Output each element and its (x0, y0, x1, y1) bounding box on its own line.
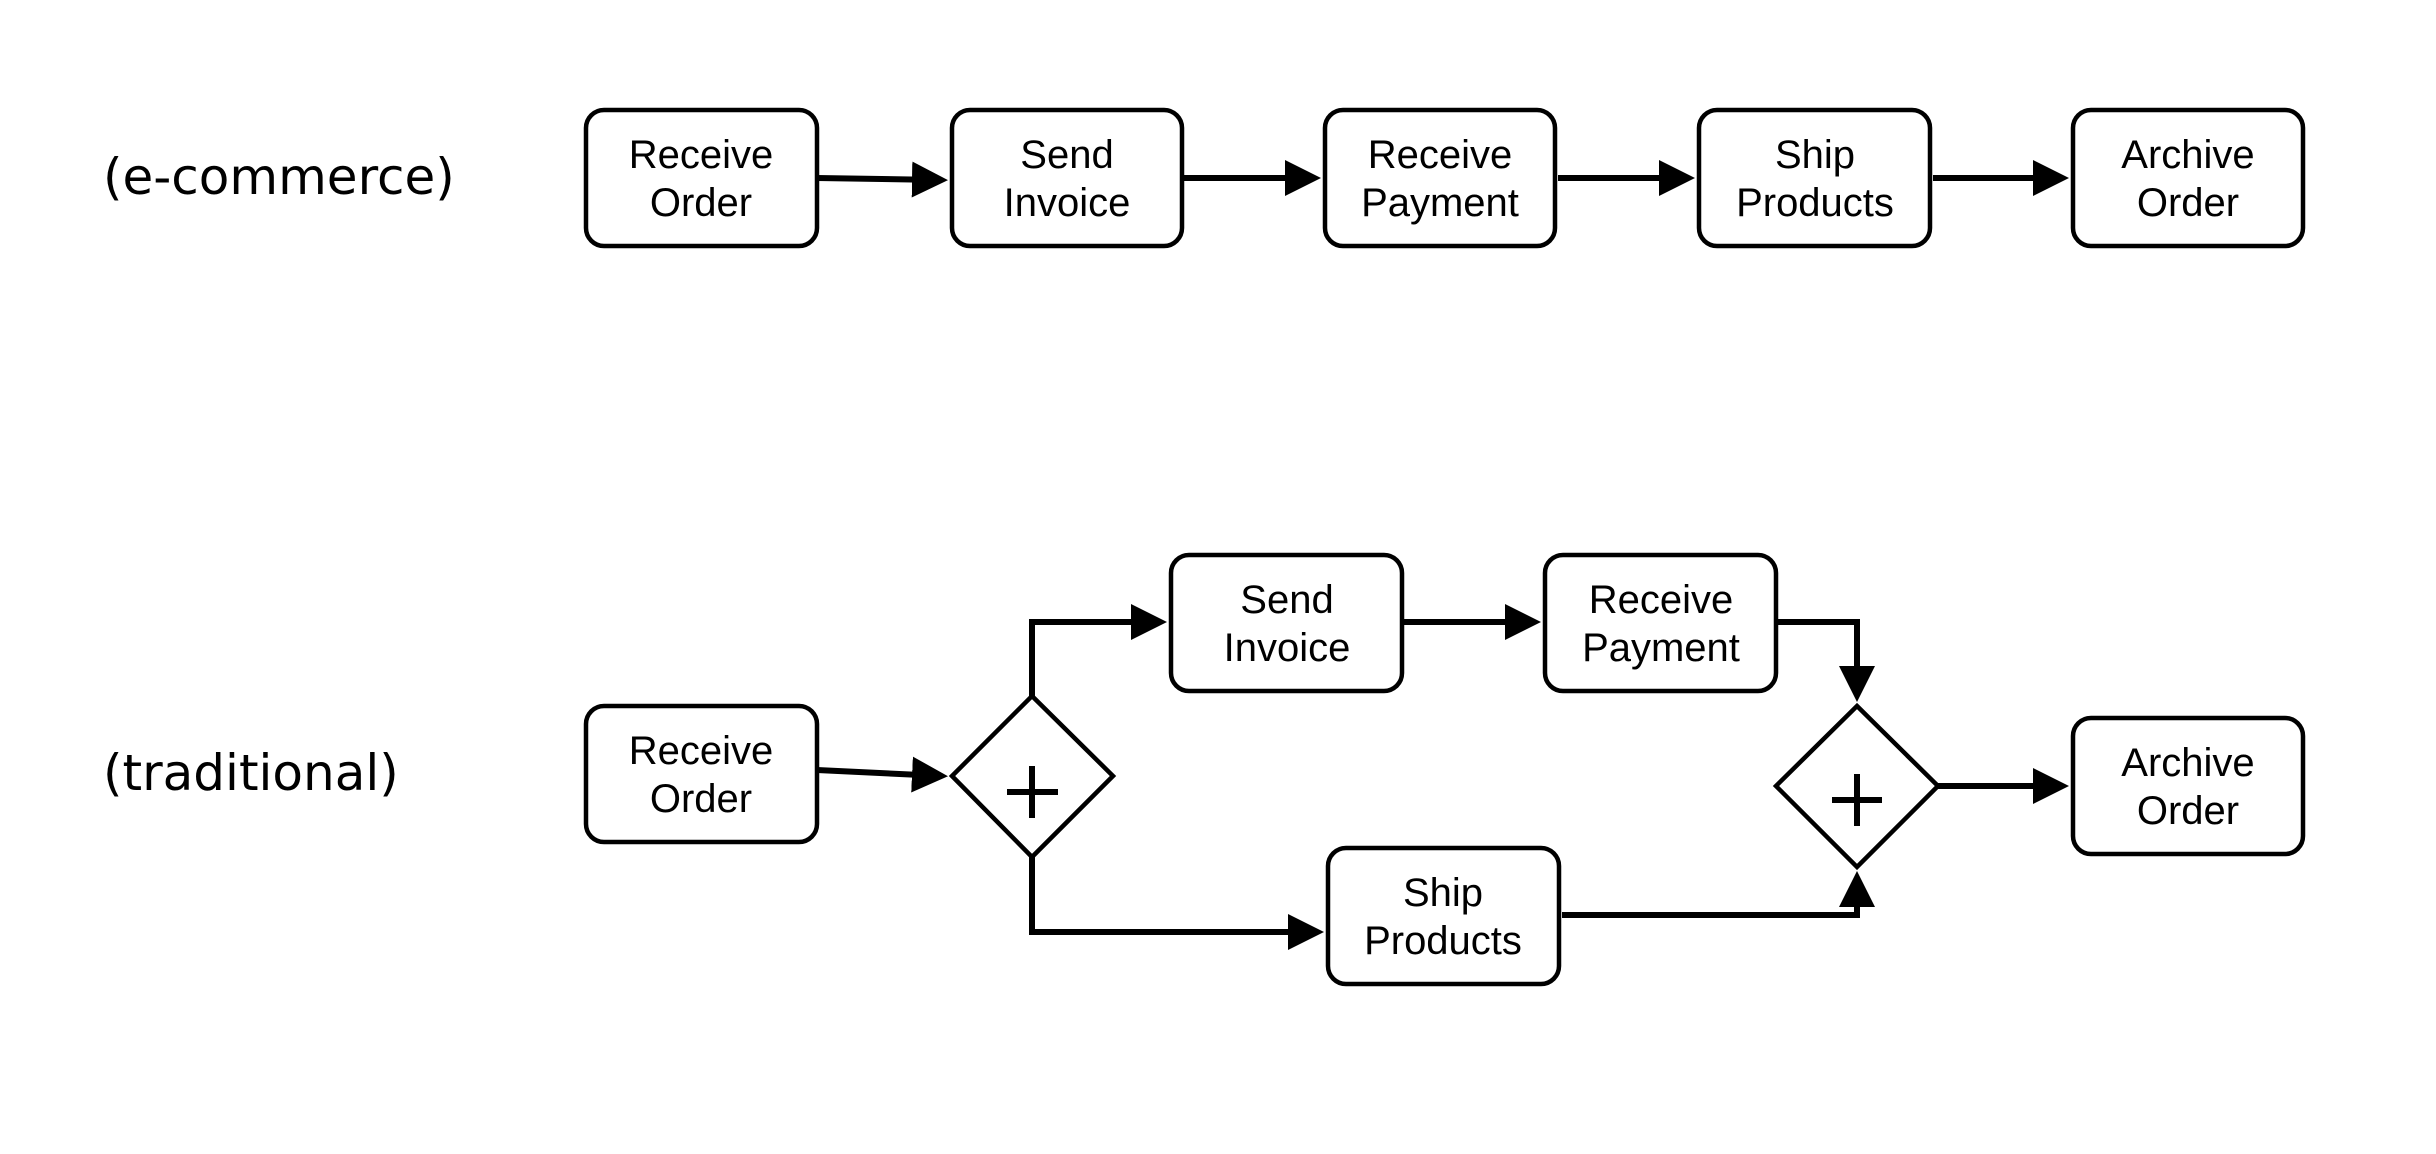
flow-arrow (1029, 857, 1324, 950)
ecommerce-ship-products-task: Ship Products (1696, 107, 1933, 249)
flow-arrow (816, 756, 948, 793)
task-label-line1: Archive (2121, 133, 2254, 177)
plus-icon (1832, 774, 1882, 826)
task-label-line2: Order (650, 181, 752, 225)
parallel-split-gateway (948, 692, 1117, 861)
task-label-line1: Send (1240, 578, 1333, 622)
task-box (1325, 845, 1562, 987)
traditional-archive-order-task: Archive Order (2070, 715, 2306, 857)
flow-arrow (1562, 871, 1875, 918)
task-label-line1: Receive (1589, 578, 1734, 622)
task-label-line2: Order (2137, 789, 2239, 833)
task-box (2070, 107, 2306, 249)
task-label-line2: Payment (1361, 181, 1519, 225)
ecommerce-row-label: (e-commerce) (103, 148, 455, 206)
task-label-line2: Products (1364, 919, 1522, 963)
task-label-line1: Receive (1368, 133, 1513, 177)
task-label-line1: Archive (2121, 741, 2254, 785)
task-label-line2: Order (2137, 181, 2239, 225)
flow-arrow (1776, 619, 1875, 702)
ecommerce-archive-order-task: Archive Order (2070, 107, 2306, 249)
task-label-line2: Invoice (1224, 626, 1351, 670)
flow-arrow (1029, 604, 1167, 696)
task-box (583, 703, 820, 845)
traditional-send-invoice-task: Send Invoice (1168, 552, 1405, 694)
ecommerce-receive-order-task: Receive Order (583, 107, 820, 249)
ecommerce-send-invoice-task: Send Invoice (949, 107, 1185, 249)
task-box (1168, 552, 1405, 694)
task-box (1542, 552, 1779, 694)
task-label-line1: Receive (629, 729, 774, 773)
parallel-join-gateway (1772, 702, 1942, 871)
traditional-receive-payment-task: Receive Payment (1542, 552, 1779, 694)
task-label-line2: Invoice (1004, 181, 1131, 225)
task-box (583, 107, 820, 249)
task-box (949, 107, 1185, 249)
task-label-line2: Order (650, 777, 752, 821)
traditional-ship-products-task: Ship Products (1325, 845, 1562, 987)
task-label-line2: Products (1736, 181, 1894, 225)
task-box (1696, 107, 1933, 249)
task-label-line2: Payment (1582, 626, 1740, 670)
task-label-line1: Send (1020, 133, 1113, 177)
task-box (2070, 715, 2306, 857)
task-box (1322, 107, 1558, 249)
task-label-line1: Receive (629, 133, 774, 177)
task-label-line1: Ship (1403, 871, 1483, 915)
plus-icon (1007, 766, 1058, 818)
ecommerce-receive-payment-task: Receive Payment (1322, 107, 1558, 249)
task-label-line1: Ship (1775, 133, 1855, 177)
flow-arrow (816, 161, 948, 198)
traditional-row-label: (traditional) (103, 744, 399, 802)
traditional-receive-order-task: Receive Order (583, 703, 820, 845)
